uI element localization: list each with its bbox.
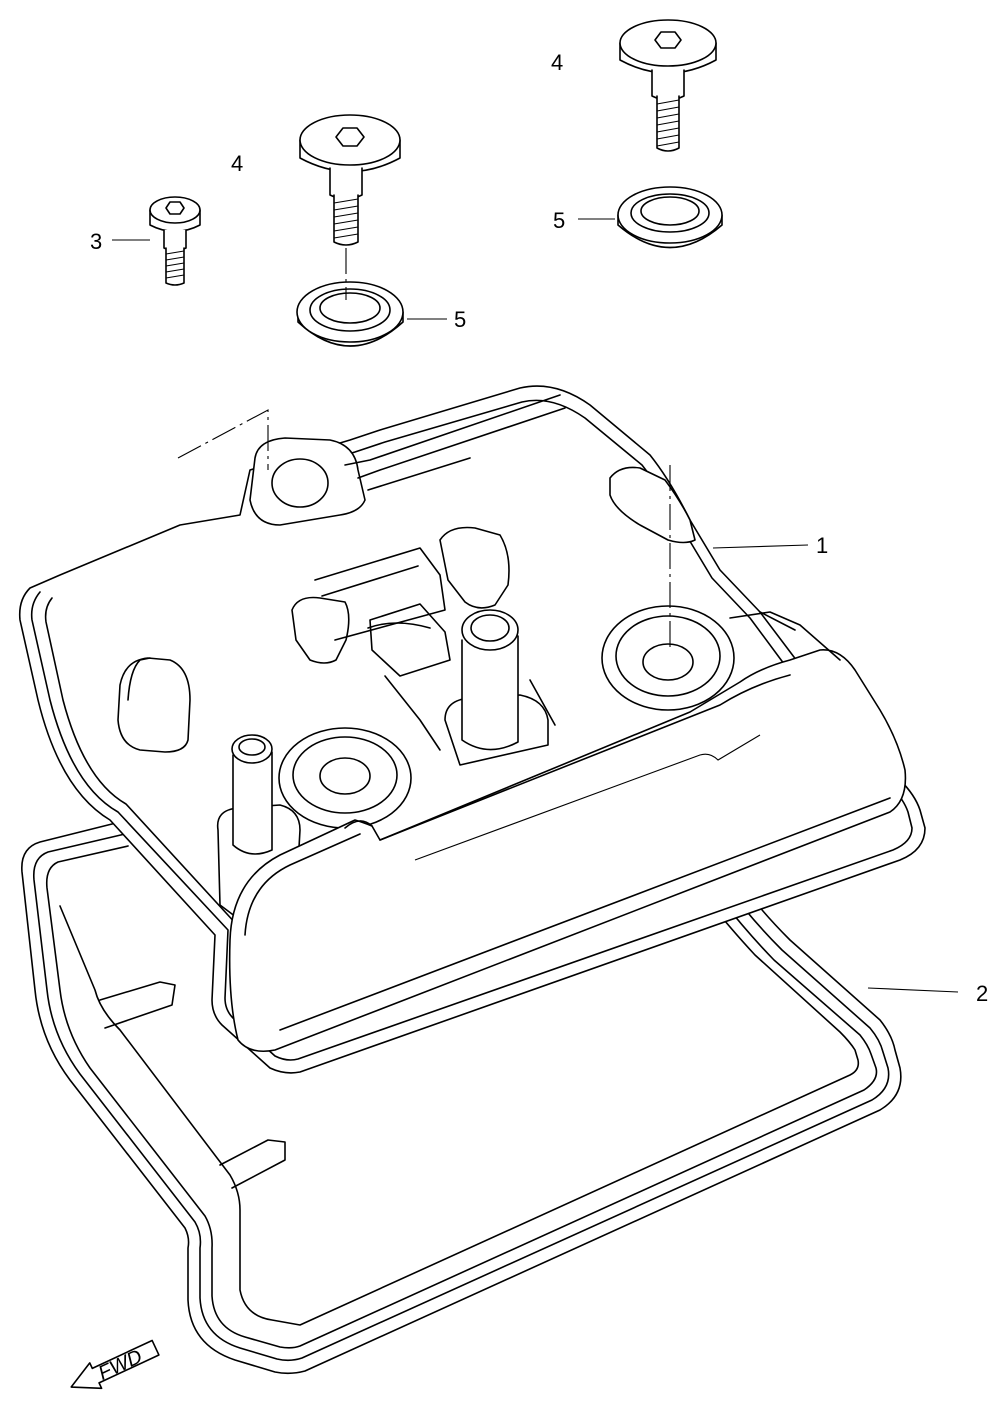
callout-washer-left: 5 [454,307,466,332]
valve-cover [18,385,926,1074]
small-flange-bolt [149,196,201,286]
callout-bolt-left: 4 [231,151,243,176]
flange-bolt-left [299,114,401,246]
callout-gasket: 2 [976,981,988,1006]
forward-direction-arrow: FWD [70,1339,160,1390]
seal-washer-right [617,186,723,249]
fwd-label: FWD [95,1346,146,1385]
callout-small-bolt: 3 [90,229,102,254]
assembly-center-lines [177,248,671,650]
callout-washer-right: 5 [553,208,565,233]
callout-bolt-right: 4 [551,50,563,75]
seal-washer-left [296,281,404,347]
callout-leader-lines [112,218,959,993]
callout-cover: 1 [816,533,828,558]
flange-bolt-right [619,19,717,152]
cover-gasket [21,821,902,1375]
